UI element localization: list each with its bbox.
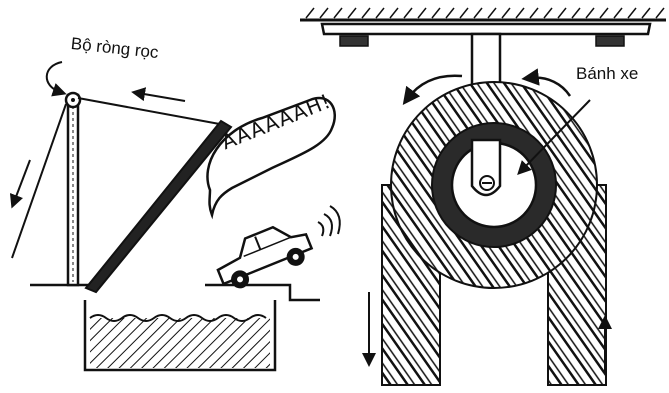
- curved-arrow-icon: [47, 62, 62, 92]
- pit-hatching: [90, 318, 270, 368]
- car: [211, 217, 316, 294]
- rope-down: [12, 104, 66, 258]
- mounting-plate: [322, 24, 650, 34]
- arrow-left-icon: [138, 93, 185, 101]
- arrow-down-icon: [14, 160, 30, 202]
- bolt-left: [340, 36, 368, 46]
- ground-right: [205, 285, 320, 300]
- bolt-right: [596, 36, 624, 46]
- wheel-label: Bánh xe: [576, 64, 638, 84]
- rope-top: [78, 98, 225, 125]
